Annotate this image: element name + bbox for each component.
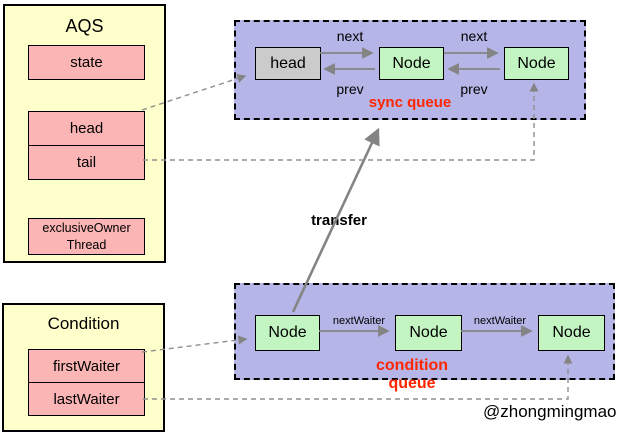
- condition-field-first-waiter: firstWaiter: [28, 349, 145, 383]
- condition-queue-node-3: Node: [538, 315, 605, 351]
- nextwaiter-edge-label-2: nextWaiter: [473, 315, 527, 327]
- sync-queue-container: head Node Node next next prev prev sync …: [234, 20, 586, 120]
- condition-queue-node-1: Node: [255, 315, 320, 351]
- condition-queue-node-2: Node: [395, 315, 462, 351]
- condition-field-last-waiter: lastWaiter: [28, 382, 145, 416]
- watermark-text: @zhongmingmao: [483, 402, 617, 421]
- transfer-label: transfer: [311, 212, 367, 229]
- sync-queue-node-2: Node: [504, 47, 569, 80]
- aqs-field-state: state: [28, 45, 145, 80]
- condition-queue-container: Node Node Node nextWaiter nextWaiter con…: [234, 283, 615, 392]
- sync-queue-head-node: head: [255, 47, 321, 80]
- condition-queue-label: condition queue: [376, 357, 448, 392]
- sync-queue-label: sync queue: [368, 94, 452, 111]
- aqs-field-tail: tail: [28, 145, 145, 180]
- aqs-title: AQS: [65, 16, 104, 36]
- condition-title: Condition: [47, 314, 120, 333]
- sync-queue-node-1: Node: [379, 47, 444, 80]
- condition-panel: Condition firstWaiter lastWaiter: [2, 303, 165, 432]
- nextwaiter-edge-label-1: nextWaiter: [332, 315, 386, 327]
- aqs-field-head: head: [28, 111, 145, 146]
- next-edge-label-2: next: [460, 28, 488, 44]
- aqs-field-exclusive-owner-thread: exclusiveOwner Thread: [28, 218, 145, 255]
- next-edge-label-1: next: [336, 28, 364, 44]
- aqs-panel: AQS state head tail exclusiveOwner Threa…: [3, 4, 166, 263]
